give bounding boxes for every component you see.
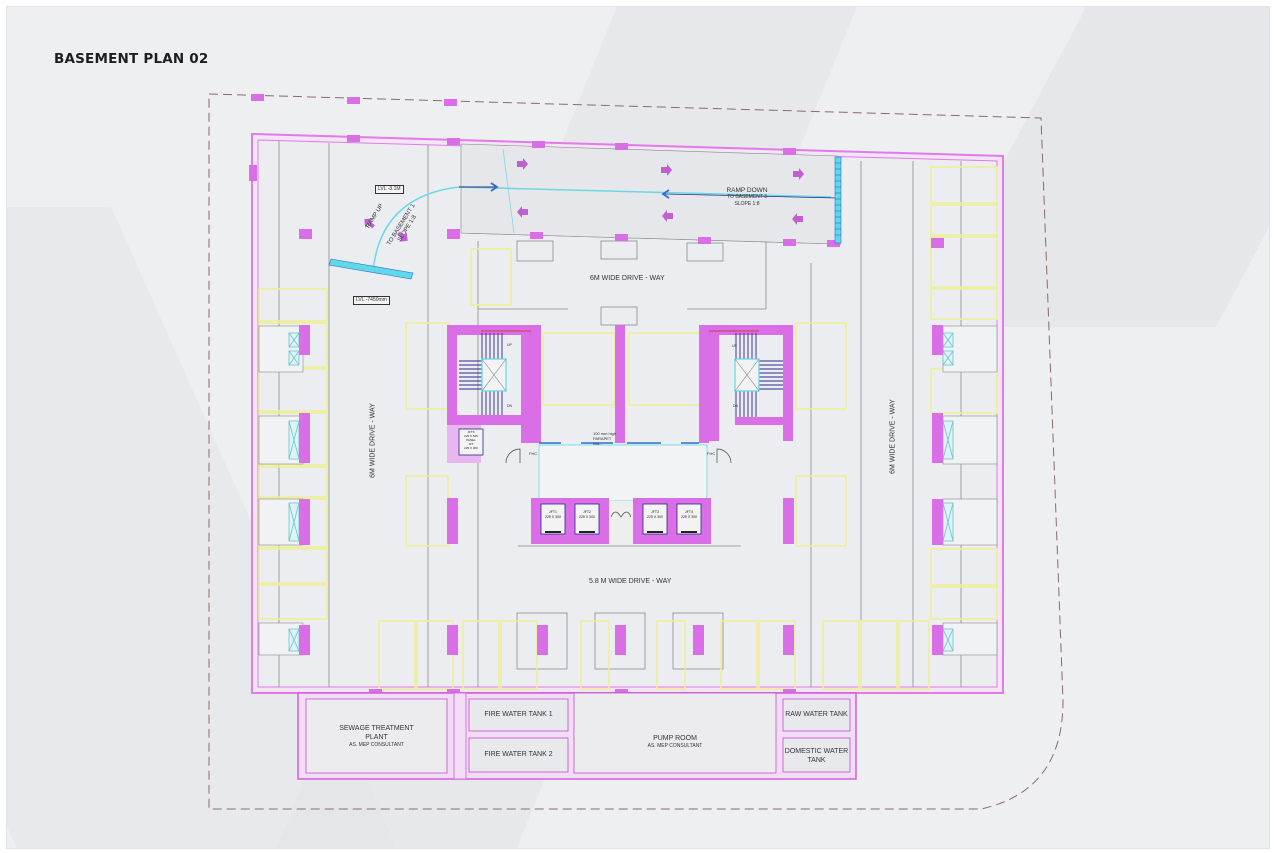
lift-size: 225 X 300 xyxy=(681,515,697,519)
floor-plan-drawing xyxy=(208,93,1064,810)
shafts xyxy=(288,332,954,652)
room-name: TANK xyxy=(807,757,826,764)
lift-label-1: JFT1 225 X 300 xyxy=(541,510,565,520)
room-note: AS. MEP CONSULTANT xyxy=(647,743,703,749)
ramp-down-destination: TO BASEMENT 3 xyxy=(727,194,767,200)
lift-id: JFT3 xyxy=(651,510,659,514)
room-name: FIRE WATER TANK 1 xyxy=(484,711,553,718)
room-name: FIRE WATER TANK 2 xyxy=(484,751,553,758)
services-box: JFTS 225 X 525 PANEL JFT 225 X 300 xyxy=(459,430,483,450)
boundary-columns xyxy=(251,94,457,106)
driveway-label-right: 6M WIDE DRIVE - WAY xyxy=(889,399,897,474)
lift-size: 225 X 300 xyxy=(647,515,663,519)
stair-up-right: UP xyxy=(732,344,737,348)
driveway-label-top: 6M WIDE DRIVE - WAY xyxy=(590,275,665,282)
traffic-arrows xyxy=(364,158,804,242)
ramp-down-slope: SLOPE 1:8 xyxy=(734,201,760,207)
lift-label-2: JFT2 225 X 300 xyxy=(575,510,599,520)
lift-id: JFT4 xyxy=(685,510,693,514)
room-fire-water-tank-2: FIRE WATER TANK 2 xyxy=(469,750,568,759)
level-tag-upper: LVL -3.1M xyxy=(375,185,404,194)
stair-core-left xyxy=(447,325,533,463)
room-name: PLANT xyxy=(365,734,388,741)
page-title: BASEMENT PLAN 02 xyxy=(54,51,209,67)
lift-id: JFT1 xyxy=(549,510,557,514)
level-tag-lower: LVL -7450mm xyxy=(353,296,390,305)
services-line: JFT xyxy=(468,442,474,446)
room-raw-water-tank: RAW WATER TANK xyxy=(783,710,850,719)
lift-label-4: JFT4 225 X 300 xyxy=(677,510,701,520)
services-line: 225 X 300 xyxy=(464,446,478,450)
services-line: JFTS xyxy=(467,430,475,434)
driveway-label-left: 6M WIDE DRIVE - WAY xyxy=(369,403,377,478)
ramp-down-label: RAMP DOWN TO BASEMENT 3 SLOPE 1:8 xyxy=(707,187,787,208)
room-name: SEWAGE TREATMENT xyxy=(339,725,414,732)
drawing-sheet: BASEMENT PLAN 02 xyxy=(6,6,1270,849)
ramp-down-title: RAMP DOWN xyxy=(726,187,768,194)
stair-core-right xyxy=(709,325,793,441)
lift-id: JFT2 xyxy=(583,510,591,514)
room-sewage-treatment-plant: SEWAGE TREATMENT PLANT AS. MEP CONSULTAN… xyxy=(306,724,447,749)
stair-up-left: UP xyxy=(507,343,512,347)
room-name: PUMP ROOM xyxy=(653,735,697,742)
ramp-up-path xyxy=(372,186,832,272)
plot-boundary xyxy=(208,93,1064,810)
ramp-grating xyxy=(328,156,842,280)
room-name: DOMESTIC WATER xyxy=(784,748,849,755)
fire-hose-left: FHC xyxy=(529,451,538,456)
fire-hose-right: FHC xyxy=(707,451,716,456)
stair-dn-right: DN xyxy=(733,404,739,408)
room-fire-water-tank-1: FIRE WATER TANK 1 xyxy=(469,710,568,719)
room-note: AS. MEP CONSULTANT xyxy=(349,742,404,748)
lift-label-3: JFT3 225 X 300 xyxy=(643,510,667,520)
room-name: RAW WATER TANK xyxy=(785,711,848,718)
lift-size: 225 X 300 xyxy=(545,515,561,519)
room-pump-room: PUMP ROOM AS. MEP CONSULTANT xyxy=(574,734,776,750)
lift-size: 225 X 300 xyxy=(579,515,595,519)
parapet-note: 100 mm high PARAPET WA... xyxy=(593,431,617,446)
lift-bank xyxy=(531,498,711,544)
service-block xyxy=(297,692,857,780)
stair-dn-left: DN xyxy=(507,404,513,408)
services-line: 225 X 525 PANEL xyxy=(464,434,478,442)
driveway-label-bottom: 5.8 M WIDE DRIVE - WAY xyxy=(589,578,672,585)
columns xyxy=(249,135,944,696)
room-domestic-water-tank: DOMESTIC WATER TANK xyxy=(783,747,850,765)
